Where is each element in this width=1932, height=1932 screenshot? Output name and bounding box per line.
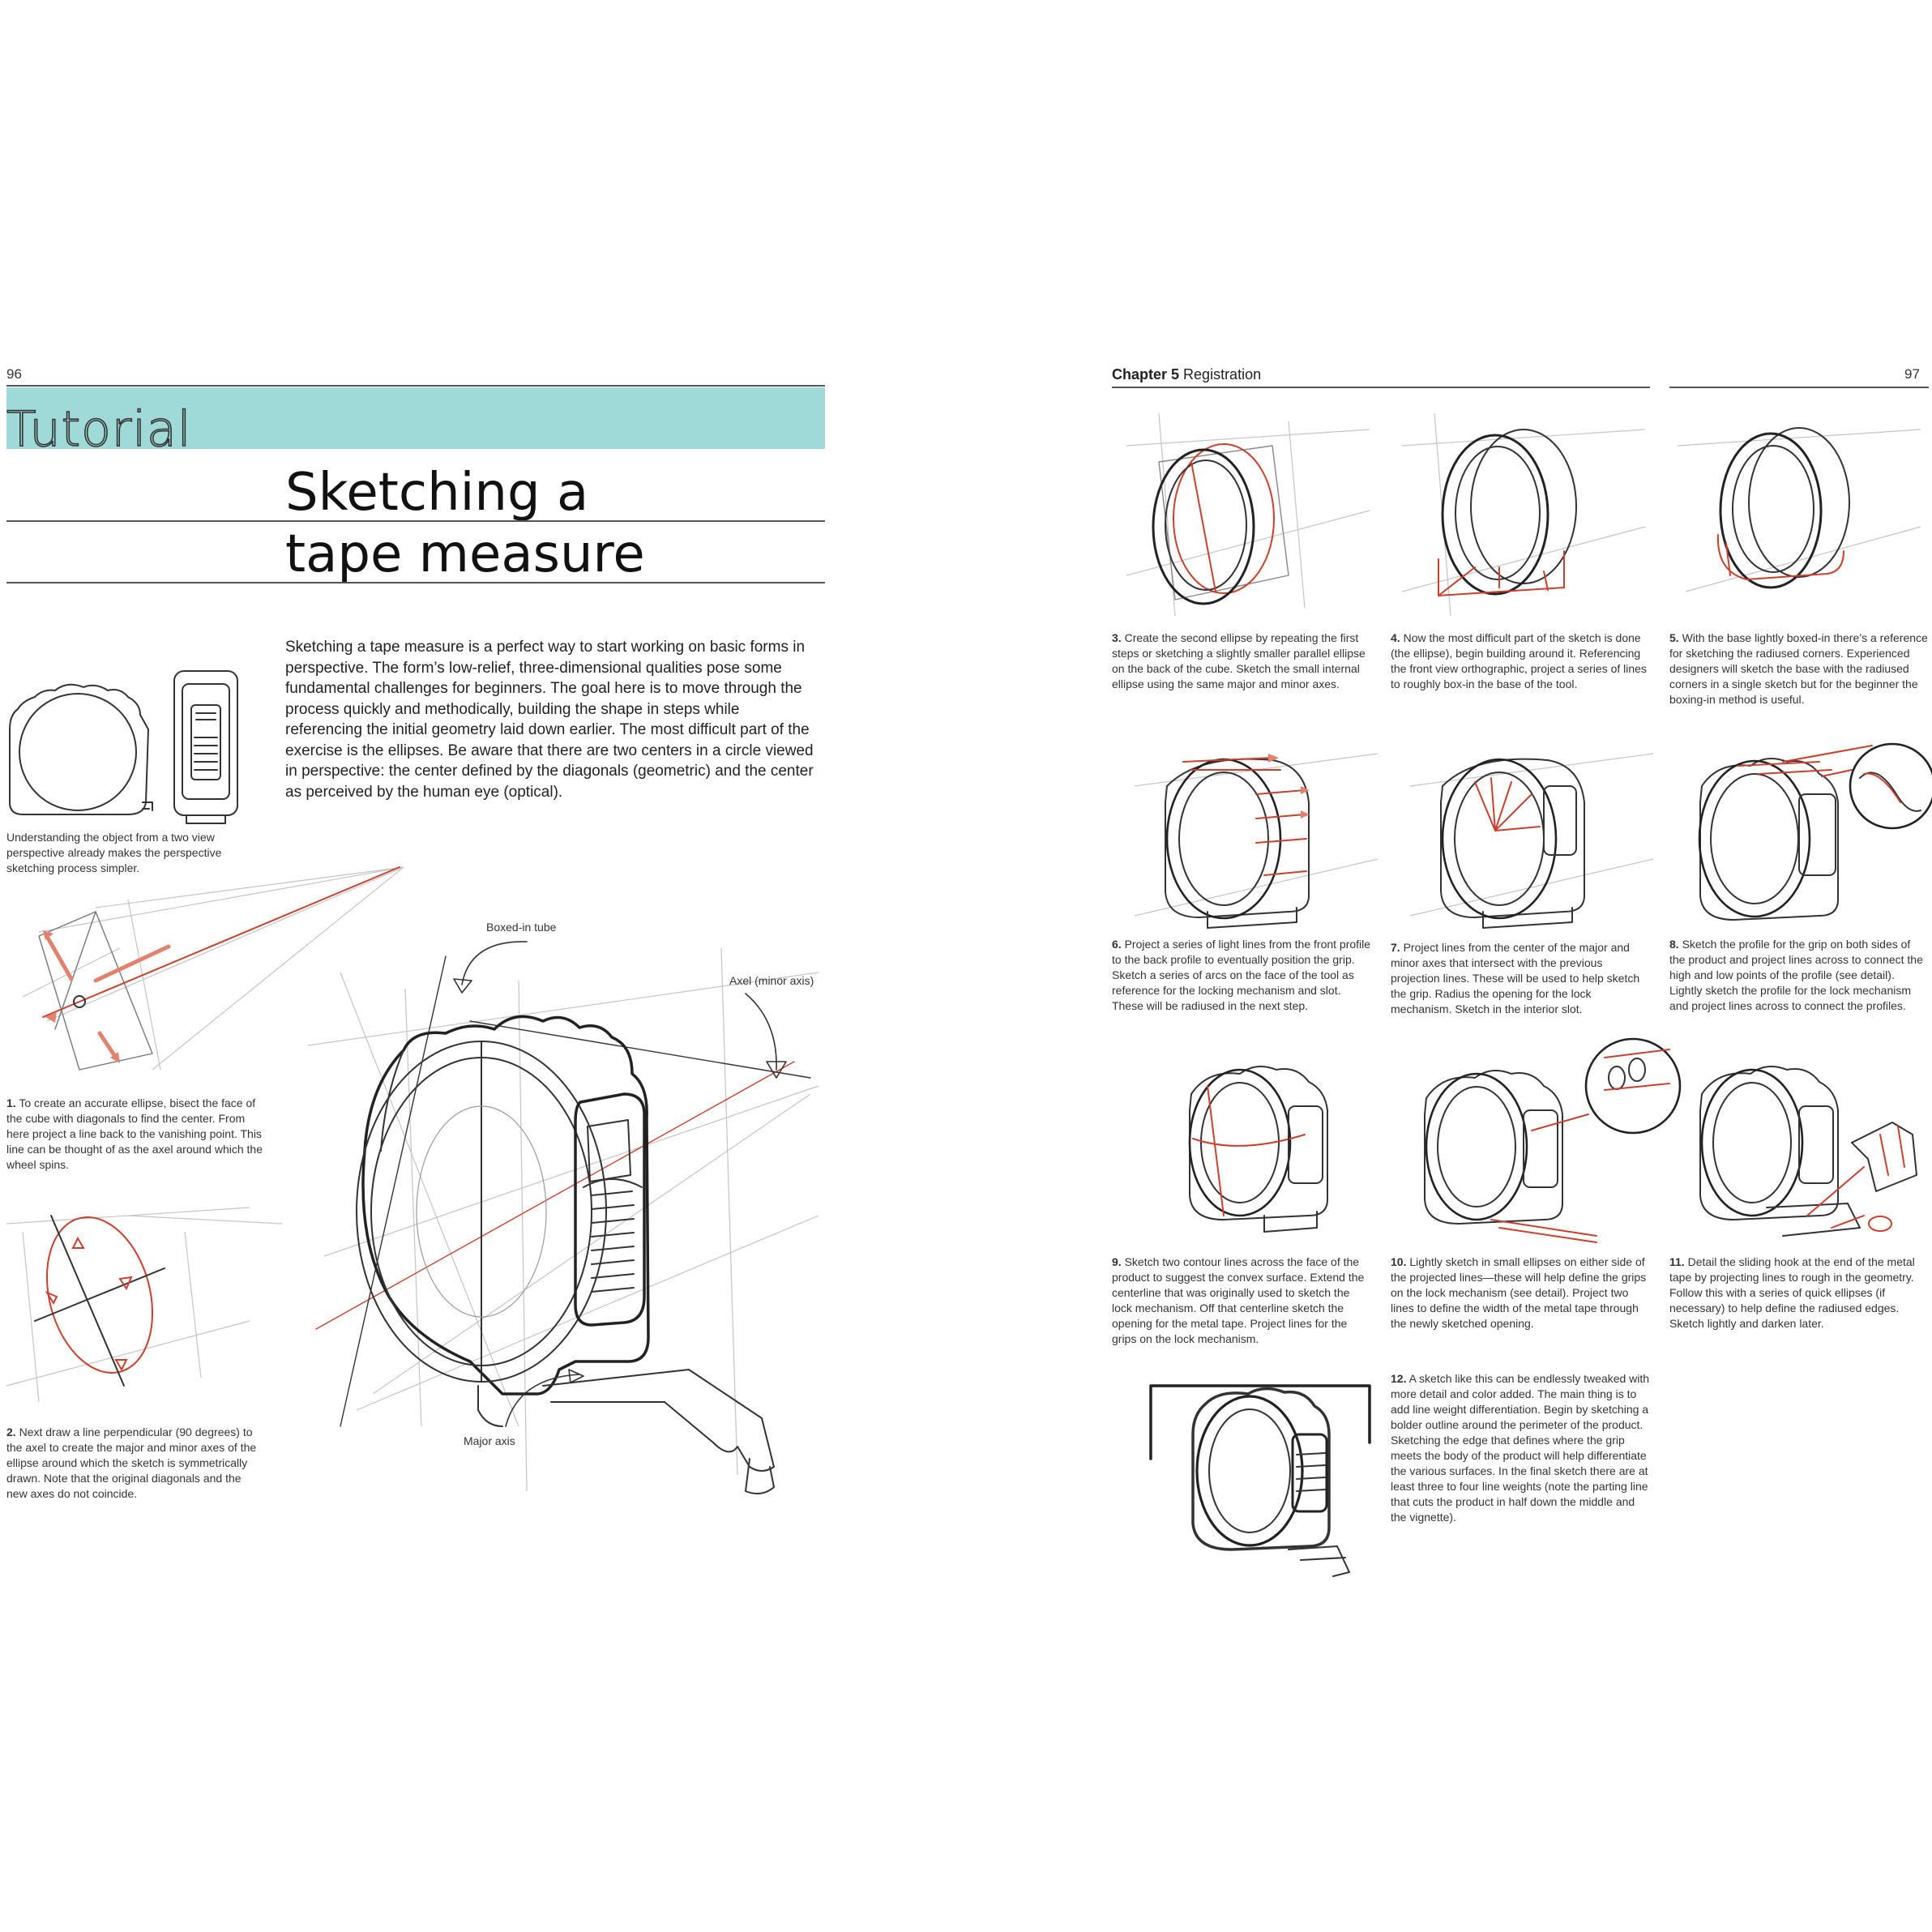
major-axis-arrow (505, 1369, 584, 1427)
step3-caption: 3. Create the second ellipse by repeatin… (1112, 630, 1371, 692)
step9-text: Sketch two contour lines across the face… (1112, 1255, 1365, 1345)
step11-sketch (1699, 1066, 1917, 1237)
chapter-name: Registration (1183, 366, 1262, 383)
step6-caption: 6. Project a series of light lines from … (1112, 937, 1371, 1014)
axel-arrow (745, 993, 787, 1079)
step9-sketch (1188, 1066, 1328, 1233)
step12-caption: 12. A sketch like this can be endlessly … (1391, 1371, 1650, 1525)
page-number-right: 97 (1904, 366, 1920, 382)
chapter-header: Chapter 5 Registration (1112, 366, 1261, 383)
step12-final-sketch (1149, 1384, 1371, 1577)
step1-diagram (22, 866, 404, 1071)
label-axel-minor-axis: Axel (minor axis) (729, 974, 814, 987)
step7-sketch (1409, 753, 1654, 929)
step6-text: Project a series of light lines from the… (1112, 938, 1371, 1012)
step8-text: Sketch the profile for the grip on both … (1669, 938, 1923, 1012)
step3-text: Create the second ellipse by repeating t… (1112, 631, 1366, 690)
step8-sketch (1698, 742, 1932, 921)
step11-number: 11. (1669, 1255, 1685, 1268)
step5-number: 5. (1669, 631, 1679, 644)
label-boxed-in-tube: Boxed-in tube (486, 921, 557, 934)
step1-text: To create an accurate ellipse, bisect th… (6, 1096, 263, 1171)
step3-sketch (1126, 412, 1370, 617)
page-number-left: 96 (6, 366, 22, 382)
title-rule-1 (6, 520, 825, 522)
step12-text: A sketch like this can be endlessly twea… (1391, 1372, 1650, 1524)
step4-number: 4. (1391, 631, 1400, 644)
title-line-1: Sketching a (285, 463, 589, 523)
top-rule-left (6, 385, 825, 387)
step1-number: 1. (6, 1096, 16, 1109)
step12-number: 12. (1391, 1372, 1407, 1385)
step5-sketch (1677, 427, 1921, 592)
step6-sketch (1134, 753, 1378, 929)
tutorial-band (6, 387, 825, 449)
step5-caption: 5. With the base lightly boxed-in there’… (1669, 630, 1929, 707)
two-view-caption: Understanding the object from a two view… (6, 831, 222, 874)
step2-number: 2. (6, 1425, 16, 1438)
step4-caption: 4. Now the most difficult part of the sk… (1391, 630, 1650, 692)
boxed-in-tube-arrow (453, 941, 528, 994)
step2-caption: 2. Next draw a line perpendicular (90 de… (6, 1425, 264, 1502)
step7-number: 7. (1391, 941, 1400, 954)
step10-caption: 10. Lightly sketch in small ellipses on … (1391, 1255, 1650, 1331)
label-major-axis: Major axis (464, 1434, 515, 1447)
step10-text: Lightly sketch in small ellipses on eith… (1391, 1255, 1647, 1330)
step11-caption: 11. Detail the sliding hook at the end o… (1669, 1255, 1929, 1331)
section-label: Tutorial (6, 401, 192, 458)
chapter-label: Chapter 5 (1112, 366, 1180, 383)
title-line-2: tape measure (285, 524, 645, 584)
step4-sketch (1401, 412, 1646, 617)
main-tape-measure-sketch (307, 947, 819, 1495)
step10-number: 10. (1391, 1255, 1407, 1268)
step11-text: Detail the sliding hook at the end of th… (1669, 1255, 1915, 1330)
two-view-drawing (9, 670, 238, 824)
step7-caption: 7. Project lines from the center of the … (1391, 940, 1650, 1017)
step4-text: Now the most difficult part of the sketc… (1391, 631, 1647, 690)
step2-diagram (6, 1207, 283, 1403)
top-rule-right-2 (1669, 387, 1929, 388)
top-rule-right (1112, 387, 1650, 388)
intro-text: Sketching a tape measure is a perfect wa… (285, 639, 814, 801)
step5-text: With the base lightly boxed-in there’s a… (1669, 631, 1928, 706)
step9-number: 9. (1112, 1255, 1122, 1268)
step1-caption: 1. To create an accurate ellipse, bisect… (6, 1096, 266, 1173)
step2-text: Next draw a line perpendicular (90 degre… (6, 1425, 257, 1500)
step10-sketch (1424, 1037, 1682, 1243)
title-rule-2 (6, 582, 825, 583)
step8-caption: 8. Sketch the profile for the grip on bo… (1669, 937, 1929, 1014)
step8-number: 8. (1669, 938, 1679, 951)
step6-number: 6. (1112, 938, 1122, 951)
step7-text: Project lines from the center of the maj… (1391, 941, 1640, 1015)
step3-number: 3. (1112, 631, 1122, 644)
step9-caption: 9. Sketch two contour lines across the f… (1112, 1255, 1371, 1347)
